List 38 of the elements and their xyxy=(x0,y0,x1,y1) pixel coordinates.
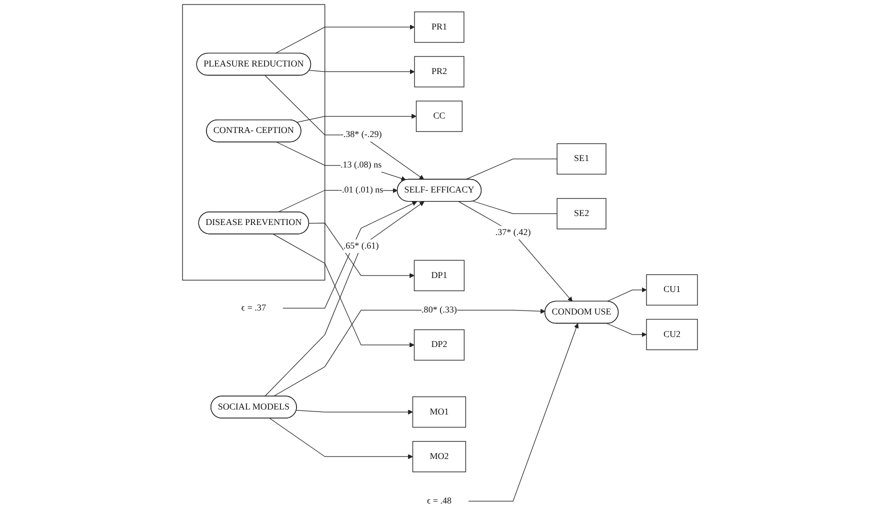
node-box: CU1 xyxy=(646,274,698,306)
node-text: ϵ = .48 xyxy=(426,496,452,506)
arrow xyxy=(276,142,406,181)
node-box: MO1 xyxy=(412,396,466,428)
arrow xyxy=(468,323,578,502)
node-box: DP2 xyxy=(413,329,464,361)
arrow xyxy=(282,201,417,308)
arrow xyxy=(264,75,424,180)
node-box: SE1 xyxy=(556,143,606,175)
arrow xyxy=(268,418,412,460)
edge-label: .80* (.33) xyxy=(421,305,456,315)
arrow xyxy=(296,410,412,414)
edge-label: .13 (.08) ns xyxy=(340,160,382,170)
node-box: PR1 xyxy=(414,12,464,43)
node-box: PR2 xyxy=(414,56,464,88)
arrow xyxy=(606,323,646,337)
arrow xyxy=(274,24,414,54)
connector xyxy=(464,158,557,180)
edge-label: .37* (.42) xyxy=(494,228,530,238)
arrow xyxy=(264,201,424,397)
edge-label: -.38* (-.29) xyxy=(340,130,382,140)
node-box: SE2 xyxy=(556,198,606,230)
arrow xyxy=(458,201,572,302)
node-box: MO2 xyxy=(412,441,466,472)
connector xyxy=(472,200,557,214)
node-box: CC xyxy=(415,100,462,132)
edge-label: -.01 (.01) ns xyxy=(338,185,383,195)
node-box: DP1 xyxy=(413,260,464,292)
arrow xyxy=(308,69,414,74)
arrow xyxy=(272,234,414,348)
node-box: CU2 xyxy=(646,318,698,350)
node-text: ϵ = .37 xyxy=(240,303,266,313)
arrow xyxy=(296,114,416,123)
edge-label: .65* (.61) xyxy=(342,241,378,251)
arrow xyxy=(606,287,646,302)
arrow xyxy=(308,222,414,278)
arrow xyxy=(272,308,545,397)
cluster xyxy=(182,4,325,281)
